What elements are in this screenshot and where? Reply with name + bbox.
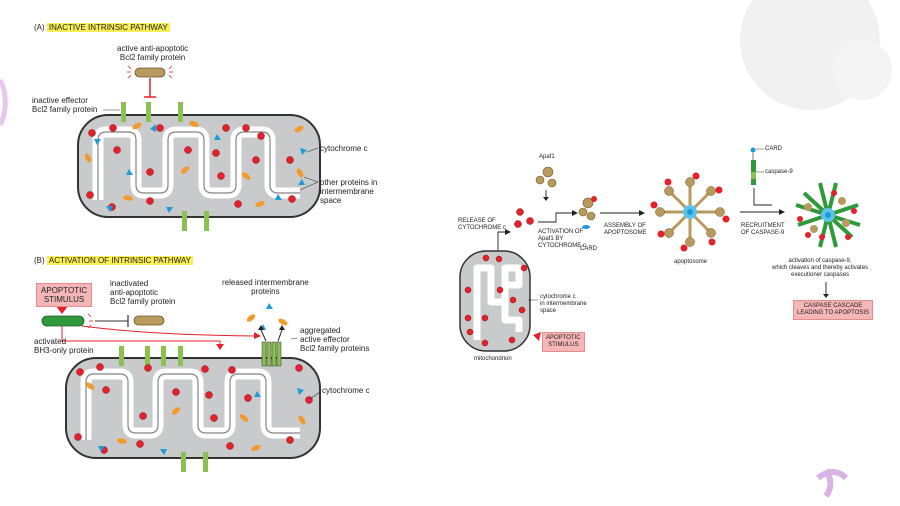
caspase9-label: caspase-9 [765, 169, 793, 175]
apaf1-label: Apaf1 [539, 154, 555, 160]
stimulus-line1: APOPTOTIC [41, 286, 88, 295]
released-line1: released intermembrane [222, 278, 309, 287]
right-cyto-line1: cytochrome c [540, 294, 576, 300]
recruitment-line1: RECRUITMENT [741, 223, 785, 229]
recruitment-line2: OF CASPASE-9 [741, 230, 785, 236]
cascade-line1: CASPASE CASCADE [803, 303, 863, 309]
panel-b-letter: (B) [34, 256, 45, 265]
panel-a-heading: INACTIVE INTRINSIC PATHWAY [46, 23, 170, 32]
activation-caspase-label: activation of caspase-9, which cleaves a… [772, 258, 868, 279]
panel-a-letter: (A) [34, 23, 45, 32]
bh3-line1: activated [34, 337, 67, 346]
effector-line1: inactive effector [32, 96, 88, 105]
anti-apoptotic-line2: Bcl2 family protein [119, 53, 186, 62]
panel-b-heading: ACTIVATION OF INTRINSIC PATHWAY [46, 256, 193, 265]
panel-b-stimulus-badge: APOPTOTIC STIMULUS [36, 283, 93, 307]
panel-b-title: (B) ACTIVATION OF INTRINSIC PATHWAY [34, 256, 193, 266]
activation-caspase-line1: activation of caspase-9, [788, 258, 852, 264]
cascade-line2: LEADING TO APOPTOSIS [797, 310, 870, 316]
panel-a-cytochrome-label: cytochrome c [320, 144, 368, 153]
aggregated-label: aggregated active effector Bcl2 family p… [300, 326, 369, 353]
released-line2: proteins [251, 287, 280, 296]
inactivated-label: inactivated anti-apoptotic Bcl2 family p… [110, 279, 175, 306]
bh3-label: activated BH3-only protein [34, 337, 94, 355]
right-cyto-line3: space [540, 308, 557, 314]
inactive-effector-label: inactive effector Bcl2 family protein [32, 96, 97, 114]
activation-caspase-line3: executioner caspases [791, 272, 850, 278]
activation-line3: CYTOCHROME c [538, 243, 586, 249]
activation-caspase-line2: which cleaves and thereby activates [772, 265, 869, 271]
recruitment-label: RECRUITMENT OF CASPASE-9 [741, 223, 785, 237]
activation-line2: Apaf1 BY [538, 236, 564, 242]
assembly-line2: APOPTOSOME [604, 230, 647, 236]
aggregated-line2: active effector [300, 335, 350, 344]
caspase-cascade-badge: CASPASE CASCADE LEADING TO APOPTOSIS [793, 300, 874, 320]
other-line2: intermembrane [320, 187, 374, 196]
other-line3: space [320, 196, 342, 205]
panel-a-title: (A) INACTIVE INTRINSIC PATHWAY [34, 23, 170, 33]
inactivated-line3: Bcl2 family protein [110, 297, 176, 306]
inactivated-line1: inactivated [110, 279, 149, 288]
right-stimulus-badge: APOPTOTIC STIMULUS [542, 332, 585, 352]
release-line2: CYTOCHROME c [458, 225, 506, 231]
release-line1: RELEASE OF [458, 218, 496, 224]
stimulus-line2: STIMULUS [43, 295, 85, 304]
aggregated-line1: aggregated [300, 326, 341, 335]
assembly-line1: ASSEMBLY OF [604, 223, 646, 229]
inactivated-line2: anti-apoptotic [110, 288, 159, 297]
mitochondrion-label: mitochondrion [474, 356, 512, 362]
right-stimulus-line1: APOPTOTIC [546, 335, 581, 341]
right-stimulus-line2: STIMULUS [548, 342, 579, 348]
release-label: RELEASE OF CYTOCHROME c [458, 218, 506, 232]
activation-line1: ACTIVATION OF [538, 229, 584, 235]
panel-b-cytochrome-label: cytochrome c [322, 386, 370, 395]
card-top-label: CARD [765, 146, 783, 152]
bh3-line2: BH3-only protein [34, 346, 94, 355]
right-cyto-line2: in intermembrane [540, 301, 587, 307]
apoptosome-label: apoptosome [674, 259, 708, 265]
anti-apoptotic-label: active anti-apoptotic Bcl2 family protei… [117, 44, 188, 62]
anti-apoptotic-line1: active anti-apoptotic [117, 44, 189, 53]
aggregated-line3: Bcl2 family proteins [300, 344, 370, 353]
released-proteins-label: released intermembrane proteins [222, 278, 309, 296]
right-cytochrome-label: cytochrome c in intermembrane space [540, 294, 587, 315]
effector-line2: Bcl2 family protein [32, 105, 98, 114]
card-left-label: CARD [580, 246, 598, 252]
activation-apaf1-label: ACTIVATION OF Apaf1 BY CYTOCHROME c [538, 229, 586, 250]
assembly-label: ASSEMBLY OF APOPTOSOME [604, 223, 647, 237]
other-line1: other proteins in [320, 178, 378, 187]
other-proteins-label: other proteins in intermembrane space [320, 178, 377, 205]
